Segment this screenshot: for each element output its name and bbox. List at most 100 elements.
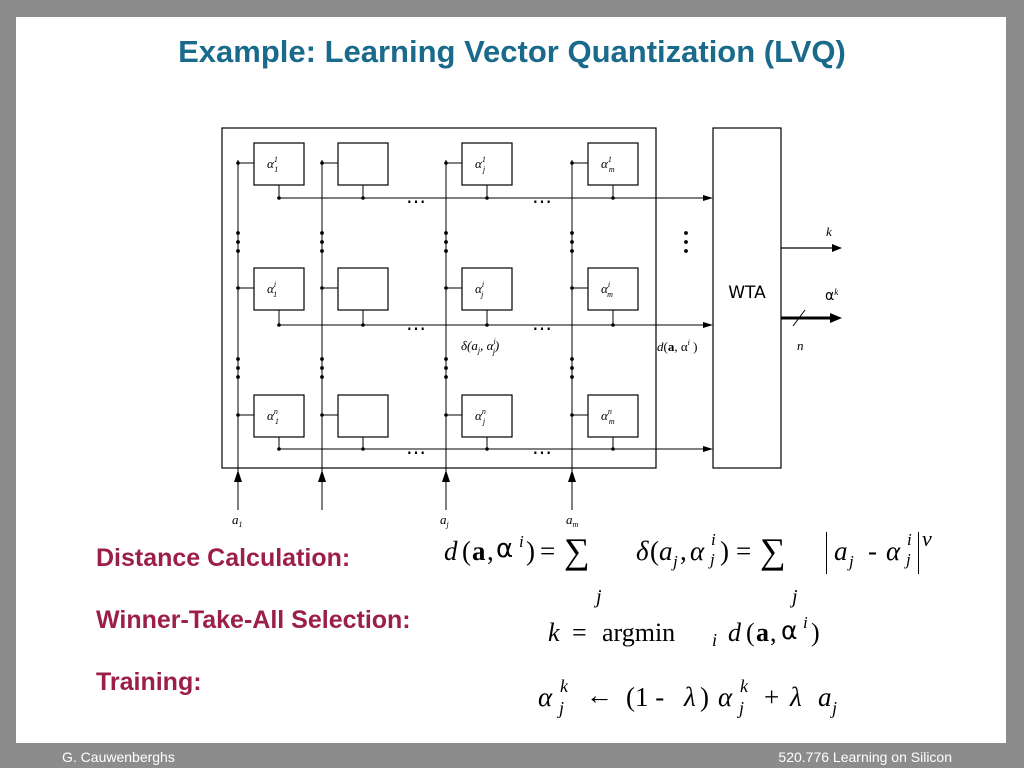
eq3-arrow: ←	[586, 680, 613, 710]
distance-alpha-sup: i	[688, 338, 690, 347]
vdots-top-0-0	[236, 231, 240, 235]
tap-dot-8	[236, 413, 240, 417]
vdots-bottom-1-1	[320, 366, 324, 370]
cell-3	[587, 142, 639, 186]
cell-4	[253, 267, 305, 311]
vdots-bottom-1-2	[320, 375, 324, 379]
array-frame	[221, 127, 657, 469]
equation-training: α k j ← (1 - λ ) α k j + λ a j	[538, 676, 868, 726]
bus-ellipsis-1-1: …	[532, 311, 552, 335]
cell-sup-4: i	[274, 280, 276, 289]
cell-8	[253, 394, 305, 438]
cell-sub-8: 1	[275, 417, 279, 426]
cell-11	[587, 394, 639, 438]
bus-ellipsis-0-0: …	[406, 184, 426, 208]
cell-sub-3: m	[609, 165, 615, 174]
eq2-equals: =	[572, 618, 587, 647]
eq1-alpha-2: α	[690, 536, 705, 566]
eq1-sum-1: ∑	[564, 531, 590, 571]
tap-dot-6	[444, 286, 448, 290]
cell-0	[253, 142, 305, 186]
input-label-sub-2: m	[573, 520, 579, 529]
vdots-wta-1	[684, 240, 688, 244]
eq3-alpha-sub: j	[559, 698, 565, 718]
output-alpha-symbol: α	[825, 288, 834, 304]
eq3-plus: +	[764, 682, 780, 712]
tap-dot-0	[236, 161, 240, 165]
eq1-equals-1: =	[540, 536, 556, 566]
bus-arrow-2	[703, 446, 713, 452]
vdots-bottom-3-1	[570, 366, 574, 370]
input-label-base-0: a	[232, 512, 239, 527]
eq2-argmin: argmin	[602, 618, 676, 647]
delta-symbol: δ	[461, 338, 468, 353]
bus-ellipsis-2-0: …	[406, 435, 426, 459]
tap-dot-1	[320, 161, 324, 165]
cell-sub-4: 1	[273, 290, 277, 299]
eq2-a: a	[756, 618, 769, 647]
eq3-alpha-2-sub: j	[739, 698, 745, 718]
bus-ellipsis-2-1: …	[532, 435, 552, 459]
eq1-alpha-2-sup: i	[711, 530, 716, 549]
ellipsis-group: … … … … … …	[236, 184, 688, 459]
cell-1	[337, 142, 389, 186]
wta-block	[712, 127, 782, 469]
cell-sup-0: 1	[274, 155, 278, 164]
eq2-d: d	[728, 618, 741, 647]
eq1-alpha-2-sub: j	[710, 550, 715, 569]
vdots-bottom-3-2	[570, 375, 574, 379]
eq1-abs-alpha-sub: j	[906, 550, 911, 569]
eq3-lambda-2: λ	[790, 682, 802, 712]
tap-dot-4	[236, 286, 240, 290]
bus-arrow-1	[703, 322, 713, 328]
slide-title: Example: Learning Vector Quantization (L…	[178, 34, 846, 69]
eq2-k: k	[548, 618, 560, 647]
cell-sup-11: n	[608, 407, 612, 416]
cell-sub-7: m	[607, 290, 613, 299]
wta-label: WTA	[728, 283, 766, 303]
vdots-wta-0	[684, 231, 688, 235]
footer-author: G. Cauwenberghs	[62, 749, 175, 765]
vdots-top-1-1	[320, 240, 324, 244]
slide-background	[16, 17, 1006, 743]
eq2-argmin-sub: i	[712, 630, 718, 650]
tap-dot-5	[320, 286, 324, 290]
cell-alpha-0: α	[267, 156, 275, 171]
bus-ellipsis-1-0: …	[406, 311, 426, 335]
tap-dot-2	[444, 161, 448, 165]
eq1-sum-2: ∑	[760, 531, 786, 571]
vdots-top-2-2	[444, 249, 448, 253]
cell-sup-7: i	[608, 280, 610, 289]
cell-sup-10: n	[482, 407, 486, 416]
output-alpha-arrow	[830, 313, 842, 323]
equation-wta: k = argmin i d ( a , α i )	[548, 613, 820, 650]
eq1-abs-a-sub: j	[849, 552, 854, 571]
vdots-top-3-1	[570, 240, 574, 244]
delta-alpha-sup: i	[493, 337, 495, 346]
eq1-abs-alpha: α	[886, 536, 901, 566]
eq1-nu: ν	[922, 526, 932, 551]
eq2-alpha: α	[781, 616, 798, 645]
cell-2	[461, 142, 513, 186]
cell-sup-2: 1	[482, 155, 486, 164]
eq1-d: d	[444, 536, 458, 566]
vdots-bottom-3-0	[570, 357, 574, 361]
eq1-abs-a: a	[834, 536, 848, 566]
eq3-lambda: λ	[684, 682, 696, 712]
delta-a: a	[471, 338, 478, 353]
bus-ellipsis-0-1: …	[532, 184, 552, 208]
cell-alpha-3: α	[601, 156, 609, 171]
vdots-bottom-0-1	[236, 366, 240, 370]
tap-dot-10	[444, 413, 448, 417]
cell-10	[461, 394, 513, 438]
eq3-alpha-sup: k	[560, 676, 568, 696]
vdots-top-2-1	[444, 240, 448, 244]
